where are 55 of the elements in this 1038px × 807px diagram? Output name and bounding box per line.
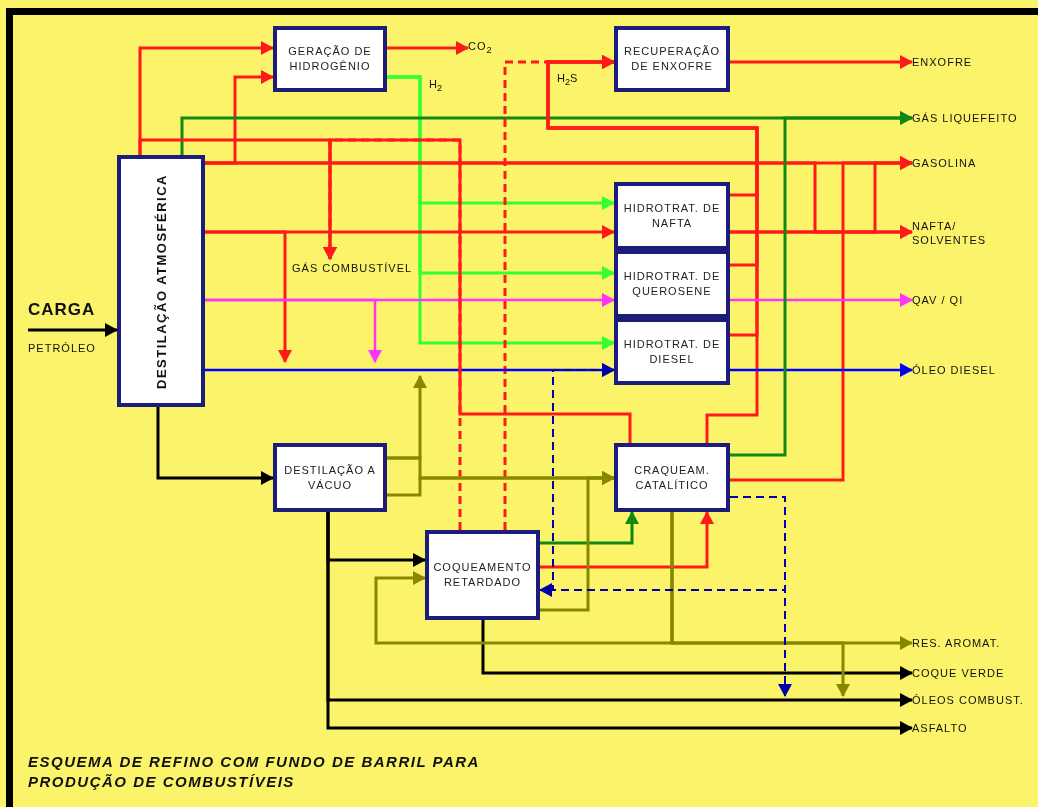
stream-label: RES. AROMAT. [912, 635, 1001, 651]
flow-arrow [730, 55, 913, 69]
process-box [117, 155, 205, 407]
box-title: DESTILAÇÃO A VÁCUO [283, 462, 377, 493]
stream-label: GÁS LIQUEFEITO [912, 110, 1018, 126]
box-title: HIDROTRAT. DE QUEROSENE [622, 269, 722, 299]
box-title: RECUPERAÇÃO DE ENXOFRE [623, 44, 721, 74]
feed-label: CARGA [28, 300, 96, 320]
flow-arrow [387, 41, 469, 55]
process-box [273, 26, 387, 92]
stream-label: CO$_{2}$ [468, 38, 493, 58]
box-title: DESTILAÇÃO ATMOSFÉRICA [153, 173, 169, 389]
flow-arrow [323, 138, 632, 443]
flow-arrow [205, 161, 913, 239]
stream-label: COQUE VERDE [912, 665, 1005, 681]
edge-label: H$_{2}$S [556, 72, 579, 88]
flow-arrow [387, 75, 615, 350]
stream-label: GASOLINA [912, 155, 977, 171]
stream-label: ÓLEO DIESEL [912, 362, 996, 378]
diagram-title: ESQUEMA DE REFINO COM FUNDO DE BARRIL PARA PRODUÇÃO DE COMBUSTÍVEIS [28, 752, 481, 791]
process-box [614, 318, 730, 385]
stream-label: QAV / QI [912, 292, 964, 308]
box-title: HIDROTRAT. DE DIESEL [622, 336, 722, 367]
box-title: CRAQUEAM. CATALÍTICO [633, 462, 711, 493]
stream-label: GÁS COMBUSTÍVEL [292, 260, 413, 276]
flow-arrow [540, 511, 639, 545]
flow-arrow [156, 407, 274, 485]
stream-label: ÓLEOS COMBUST. [912, 692, 1024, 708]
edge-label: H$_{2}$ [428, 78, 444, 94]
process-box [614, 443, 730, 512]
feed-label: PETRÓLEO [28, 342, 96, 354]
box-title: COQUEAMENTO RETARDADO [432, 560, 533, 590]
flow-arrow [670, 512, 850, 697]
flow-arrow [205, 230, 292, 363]
flow-arrow [546, 55, 759, 443]
flow-arrow [387, 375, 427, 460]
flow-arrow [730, 111, 913, 457]
flow-arrow [540, 511, 714, 569]
stream-label: ASFALTO [912, 720, 968, 736]
process-box [614, 182, 730, 250]
box-title: GERAÇÃO DE HIDROGÊNIO [287, 44, 373, 74]
flow-arrow [28, 323, 118, 337]
flow-arrow [540, 471, 615, 612]
flow-arrow [481, 620, 913, 680]
flow-arrow [730, 293, 913, 307]
process-box [614, 26, 730, 92]
box-title: HIDROTRAT. DE NAFTA [622, 201, 722, 231]
stream-label: ENXOFRE [912, 54, 973, 70]
flow-arrow [730, 156, 913, 482]
flow-arrow [552, 363, 786, 591]
stream-label: NAFTA/ SOLVENTES [912, 218, 988, 248]
flow-arrow [730, 363, 913, 377]
process-box [425, 530, 540, 620]
flow-arrow [205, 298, 382, 363]
process-box [273, 443, 387, 512]
